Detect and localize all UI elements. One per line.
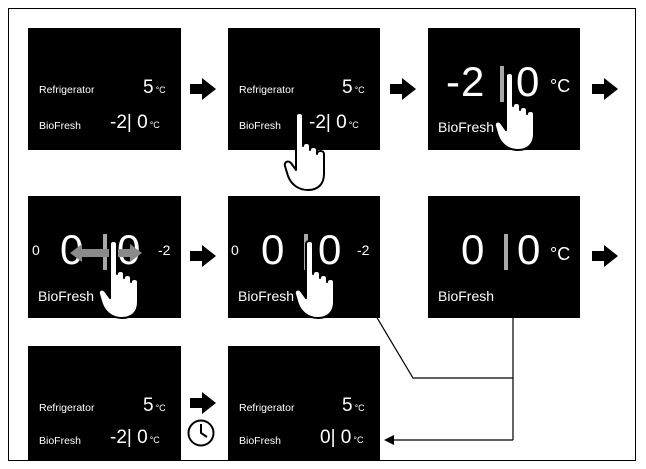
display-panel-6: 0 0 °C BioFresh	[428, 196, 580, 318]
unit-label: °C	[550, 76, 571, 96]
biofresh-big-value-left: 0	[461, 226, 486, 273]
biofresh-big-value-right[interactable]: 0	[516, 58, 541, 105]
biofresh-label: BioFresh	[239, 120, 282, 132]
clock-icon	[187, 419, 215, 447]
double-arrow-icon	[70, 244, 142, 262]
display-panel-1: Refrigerator 5°C BioFresh -2| 0°C	[28, 28, 181, 150]
biofresh-value: -2| 0°C	[110, 112, 160, 133]
biofresh-big-value-left: -2	[446, 58, 486, 105]
biofresh-value: -2| 0°C	[110, 427, 160, 448]
biofresh-big-value-left: 0	[261, 226, 286, 273]
refrigerator-value: 5°C	[342, 395, 365, 416]
biofresh-label: BioFresh	[38, 288, 95, 304]
hand-pointer-icon	[293, 240, 335, 319]
biofresh-value: 0| 0°C	[320, 427, 364, 448]
biofresh-big-value-right[interactable]: 0	[318, 226, 343, 273]
right-arrow-icon	[592, 78, 618, 100]
biofresh-big-value-left: 0	[60, 226, 85, 273]
right-arrow-icon	[592, 245, 618, 267]
biofresh-label: BioFresh	[238, 288, 295, 304]
biofresh-label: BioFresh	[39, 120, 82, 132]
right-arrow-icon	[390, 78, 416, 100]
hand-pointer-icon	[493, 72, 535, 151]
next-value: -2	[357, 242, 370, 258]
biofresh-label: BioFresh	[438, 119, 495, 135]
refrigerator-value: 5°C	[143, 77, 166, 98]
right-arrow-icon	[190, 392, 216, 414]
previous-value: 0	[231, 242, 239, 258]
biofresh-big-value-right: 0	[517, 226, 542, 273]
right-arrow-icon	[190, 78, 216, 100]
value-divider	[500, 66, 504, 102]
refrigerator-label: Refrigerator	[39, 402, 95, 414]
biofresh-value[interactable]: -2| 0°C	[309, 112, 359, 133]
display-panel-8: Refrigerator 5°C BioFresh 0| 0°C	[228, 346, 380, 461]
refrigerator-label: Refrigerator	[239, 84, 295, 96]
value-divider	[504, 234, 508, 270]
previous-value: 0	[32, 242, 40, 258]
refrigerator-label: Refrigerator	[39, 84, 95, 96]
refrigerator-label: Refrigerator	[239, 402, 295, 414]
biofresh-label: BioFresh	[239, 435, 282, 447]
hand-pointer-icon	[97, 240, 139, 319]
hand-pointer-icon	[283, 112, 325, 191]
display-panel-7: Refrigerator 5°C BioFresh -2| 0°C	[28, 346, 181, 461]
biofresh-label: BioFresh	[438, 288, 495, 304]
refrigerator-value: 5°C	[143, 395, 166, 416]
next-value: -2	[158, 242, 171, 258]
unit-label: °C	[550, 244, 571, 264]
refrigerator-value: 5°C	[342, 77, 365, 98]
right-arrow-icon	[190, 245, 216, 267]
biofresh-label: BioFresh	[39, 435, 82, 447]
